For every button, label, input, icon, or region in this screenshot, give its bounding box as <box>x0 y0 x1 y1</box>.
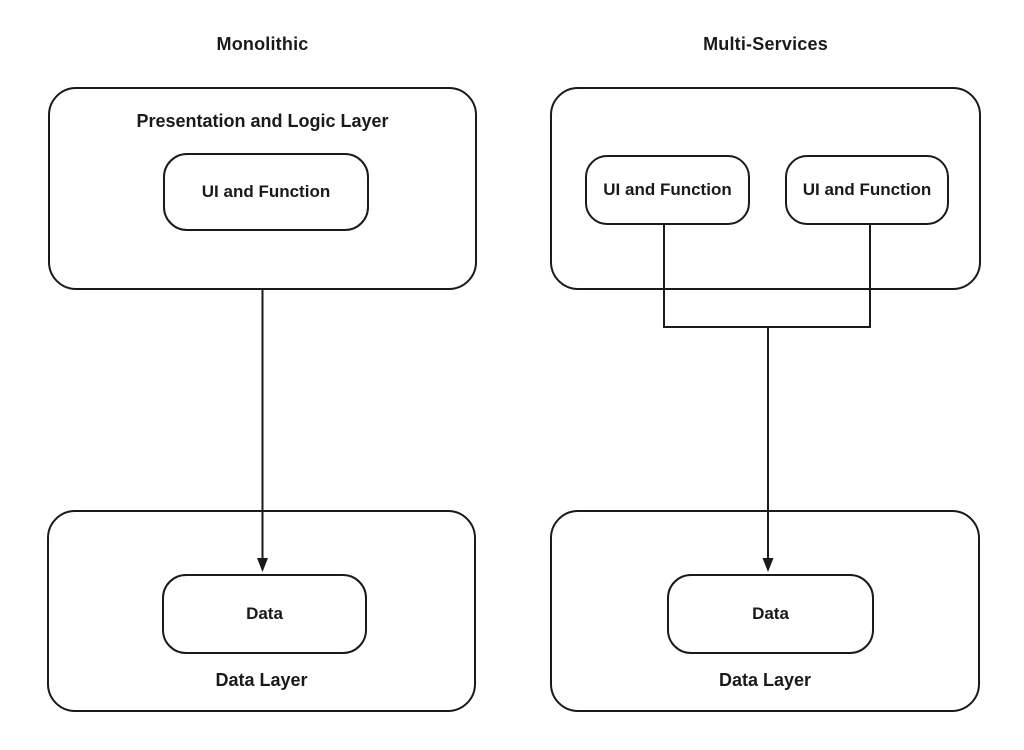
monolithic-presentation-logic-layer-box: Presentation and Logic Layer UI and Func… <box>48 87 477 290</box>
multi-services-top-box: UI and Function UI and Function <box>550 87 981 290</box>
data-label: Data <box>752 604 789 623</box>
monolithic-title: Monolithic <box>216 34 309 54</box>
multi-services-title: Multi-Services <box>703 34 828 54</box>
multi-services-data-layer-box: Data Data Layer <box>550 510 980 712</box>
ui-function-label: UI and Function <box>603 180 732 199</box>
ui-function-label: UI and Function <box>802 180 932 199</box>
monolithic-ui-function-node: UI and Function <box>163 153 369 231</box>
presentation-logic-layer-label: Presentation and Logic Layer <box>136 111 389 131</box>
multi-services-ui-function-node-1: UI and Function <box>585 155 750 225</box>
monolithic-data-layer-box: Data Data Layer <box>47 510 476 712</box>
monolithic-data-node: Data <box>162 574 367 654</box>
multi-services-ui-function-node-2: UI and Function <box>785 155 949 225</box>
data-label: Data <box>246 604 283 623</box>
data-layer-label: Data Layer <box>215 670 308 690</box>
multi-services-data-node: Data <box>667 574 874 654</box>
data-layer-label: Data Layer <box>718 670 812 690</box>
ui-function-label: UI and Function <box>201 182 331 201</box>
